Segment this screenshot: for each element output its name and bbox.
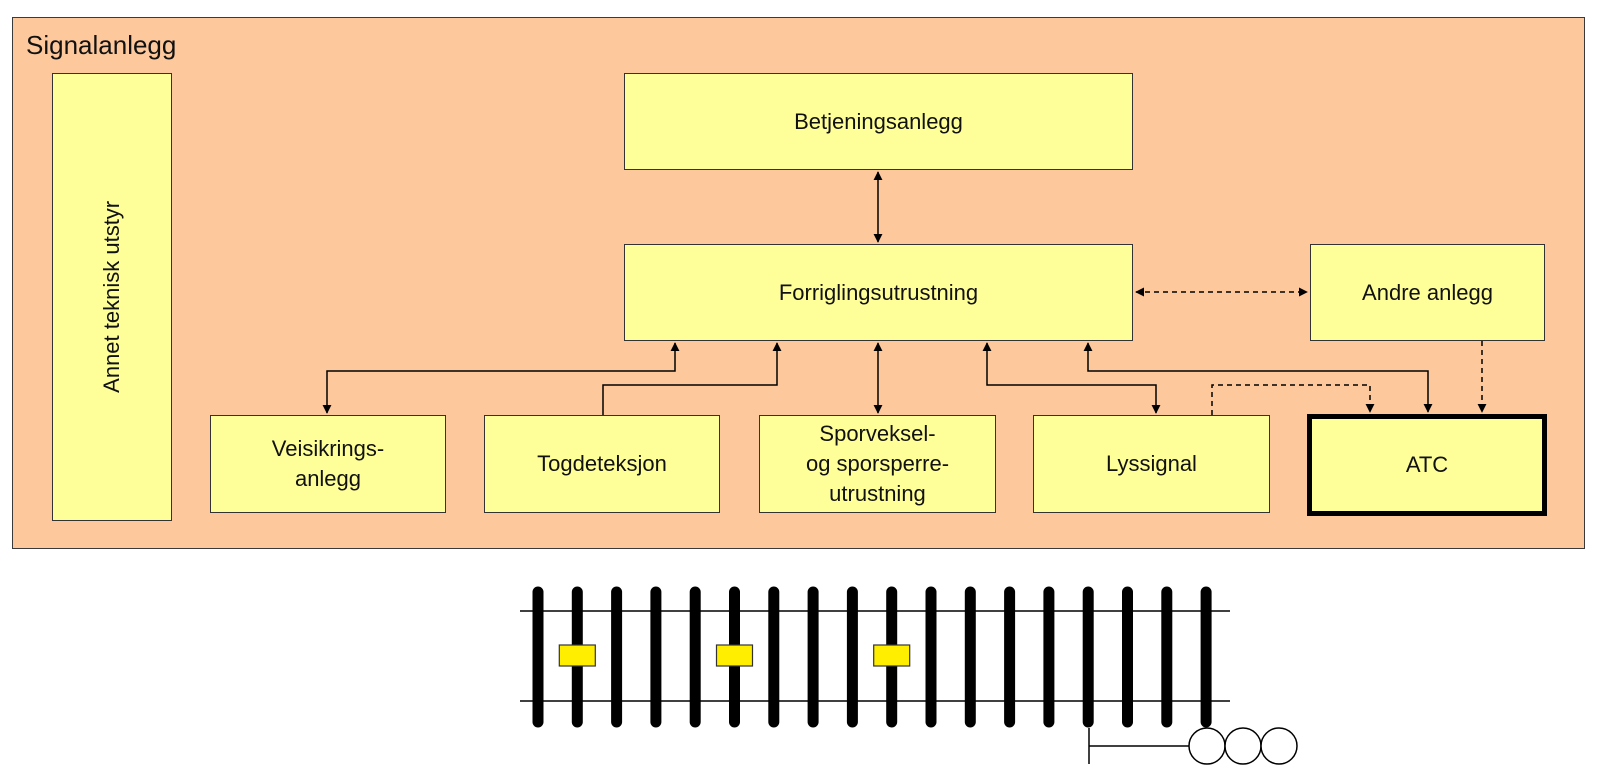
veisikringsanlegg-label-line2: anlegg <box>294 466 362 491</box>
forriglingsutrustning-box: Forriglingsutrustning <box>624 244 1133 341</box>
lyssignal-box: Lyssignal <box>1033 415 1270 513</box>
atc-label: ATC <box>1405 452 1449 478</box>
signal-lamp <box>1260 727 1298 765</box>
sporveksel-label-line2: og sporsperre- <box>805 451 950 477</box>
balise <box>558 644 596 667</box>
lyssignal-label: Lyssignal <box>1106 451 1197 477</box>
annet-teknisk-utstyr-box: Annet teknisk utstyr <box>52 73 172 521</box>
arrow-forr-atc <box>1083 342 1433 413</box>
togdeteksjon-label: Togdeteksjon <box>537 451 667 477</box>
connector-arrows <box>322 171 1487 415</box>
forriglingsutrustning-label: Forriglingsutrustning <box>778 279 979 305</box>
railway-track <box>520 586 1230 728</box>
andre-anlegg-label: Andre anlegg <box>1362 279 1493 305</box>
betjeningsanlegg-label: Betjeningsanlegg <box>794 108 963 134</box>
togdeteksjon-box: Togdeteksjon <box>484 415 720 513</box>
veisikringsanlegg-label-line1: Veisikrings- <box>271 436 385 462</box>
balise <box>715 644 754 667</box>
veisikringsanlegg-box: Veisikrings- anlegg <box>210 415 446 513</box>
atc-box: ATC <box>1307 414 1547 516</box>
signal-lamp <box>1224 727 1262 765</box>
betjeningsanlegg-box: Betjeningsanlegg <box>624 73 1133 170</box>
arrow-lys-forr <box>982 342 1161 414</box>
arrow-lys-atc <box>1211 384 1375 415</box>
arrow-veis-forr <box>322 342 680 414</box>
light-signal <box>1088 727 1298 765</box>
container-title: Signalanlegg <box>26 30 177 60</box>
balises <box>558 644 911 667</box>
andre-anlegg-box: Andre anlegg <box>1310 244 1545 341</box>
arrow-tog-forr <box>602 342 782 415</box>
sporveksel-label-line1: Sporveksel- <box>819 421 936 447</box>
sporveksel-box: Sporveksel- og sporsperre- utrustning <box>759 415 996 513</box>
sporveksel-label-line3: utrustning <box>829 480 926 506</box>
signal-lamps <box>1188 727 1298 765</box>
balise <box>873 644 911 667</box>
signal-lamp <box>1188 727 1226 765</box>
